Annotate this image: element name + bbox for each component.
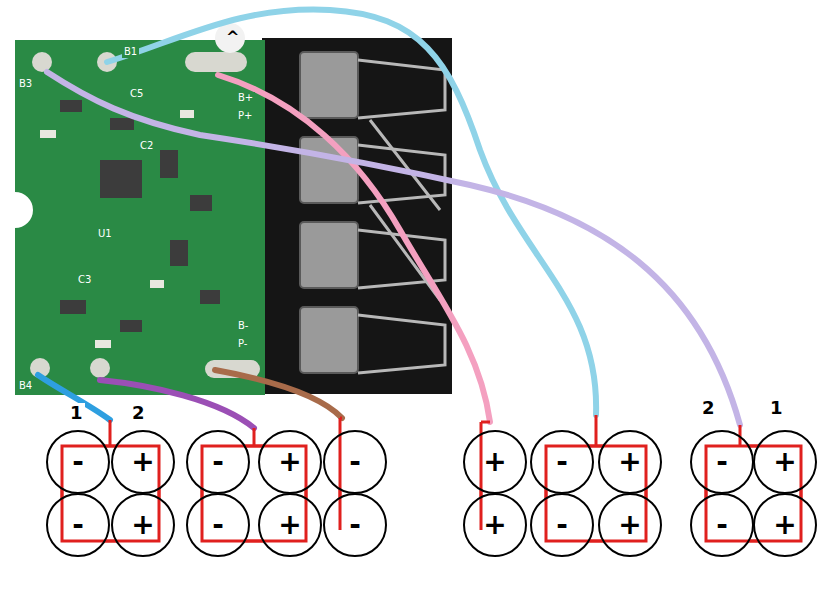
- cell-link: [589, 445, 604, 448]
- cell-link: [339, 489, 342, 498]
- silkscreen-label: B1: [122, 46, 139, 58]
- polarity-sign: -: [349, 448, 361, 476]
- cell-link: [201, 489, 204, 499]
- silkscreen-label: C5: [128, 88, 145, 100]
- callout-number: ^: [224, 28, 241, 46]
- silkscreen-label: B3: [17, 78, 34, 90]
- battery-cell: +: [111, 430, 175, 494]
- cell-link: [305, 489, 308, 499]
- cell-link: [749, 445, 759, 448]
- silkscreen-label: C2: [138, 140, 155, 152]
- battery-cell: +: [258, 493, 322, 557]
- polarity-sign: -: [212, 511, 224, 539]
- polarity-sign: +: [773, 511, 796, 539]
- pads: [30, 52, 260, 378]
- polarity-sign: -: [349, 511, 361, 539]
- silkscreen-label: B-: [236, 320, 250, 332]
- polarity-sign: +: [131, 448, 154, 476]
- cell-link: [158, 489, 161, 499]
- polarity-sign: -: [556, 511, 568, 539]
- silkscreen-label: B+: [236, 92, 255, 104]
- silkscreen-label: P-: [236, 338, 249, 350]
- polarity-sign: +: [131, 511, 154, 539]
- cell-link: [105, 445, 117, 448]
- battery-cell: +: [598, 493, 662, 557]
- callout-number: 2: [130, 403, 147, 423]
- cell-link: [545, 489, 548, 499]
- terminal-springs: [358, 60, 445, 373]
- polarity-sign: +: [773, 448, 796, 476]
- silkscreen-label: U1: [96, 228, 114, 240]
- battery-cell: -: [46, 493, 110, 557]
- polarity-sign: +: [278, 511, 301, 539]
- callout-number: 1: [768, 398, 785, 418]
- battery-cell: -: [530, 430, 594, 494]
- polarity-sign: +: [483, 511, 506, 539]
- battery-cell: -: [323, 493, 387, 557]
- cell-link: [480, 490, 483, 498]
- battery-cell: +: [463, 430, 527, 494]
- cell-link: [245, 540, 264, 543]
- battery-cell: -: [323, 430, 387, 494]
- battery-cell: -: [530, 493, 594, 557]
- silkscreen-label: P+: [236, 110, 254, 122]
- cell-link: [589, 540, 604, 543]
- polarity-sign: -: [72, 448, 84, 476]
- label-circle: [215, 23, 245, 53]
- cell-link: [245, 445, 264, 448]
- cell-link: [645, 489, 648, 499]
- silkscreen-label: B4: [17, 380, 34, 392]
- battery-cell: +: [111, 493, 175, 557]
- battery-cell: -: [690, 430, 754, 494]
- connector-block: [262, 38, 452, 394]
- battery-cell: +: [258, 430, 322, 494]
- cell-link: [105, 540, 117, 543]
- polarity-sign: +: [618, 511, 641, 539]
- battery-cell: -: [186, 493, 250, 557]
- battery-cell: -: [690, 493, 754, 557]
- polarity-sign: -: [72, 511, 84, 539]
- silkscreen-label: C3: [76, 274, 93, 286]
- battery-cell: +: [463, 493, 527, 557]
- polarity-sign: -: [556, 448, 568, 476]
- resistors: [40, 110, 194, 348]
- battery-cell: +: [753, 493, 817, 557]
- polarity-sign: +: [618, 448, 641, 476]
- cell-link: [749, 540, 759, 543]
- cell-link: [61, 489, 64, 499]
- polarity-sign: +: [483, 448, 506, 476]
- terminals: [300, 52, 358, 373]
- battery-cell: -: [186, 430, 250, 494]
- pcb-board: [15, 40, 265, 395]
- callout-number: 1: [68, 403, 85, 423]
- battery-cell: -: [46, 430, 110, 494]
- wires: [38, 10, 740, 428]
- battery-cell: +: [753, 430, 817, 494]
- callout-number: 2: [700, 398, 717, 418]
- polarity-sign: -: [716, 511, 728, 539]
- polarity-sign: +: [278, 448, 301, 476]
- polarity-sign: -: [716, 448, 728, 476]
- cell-link: [800, 489, 803, 499]
- cell-link: [705, 489, 708, 499]
- polarity-sign: -: [212, 448, 224, 476]
- battery-cell: +: [598, 430, 662, 494]
